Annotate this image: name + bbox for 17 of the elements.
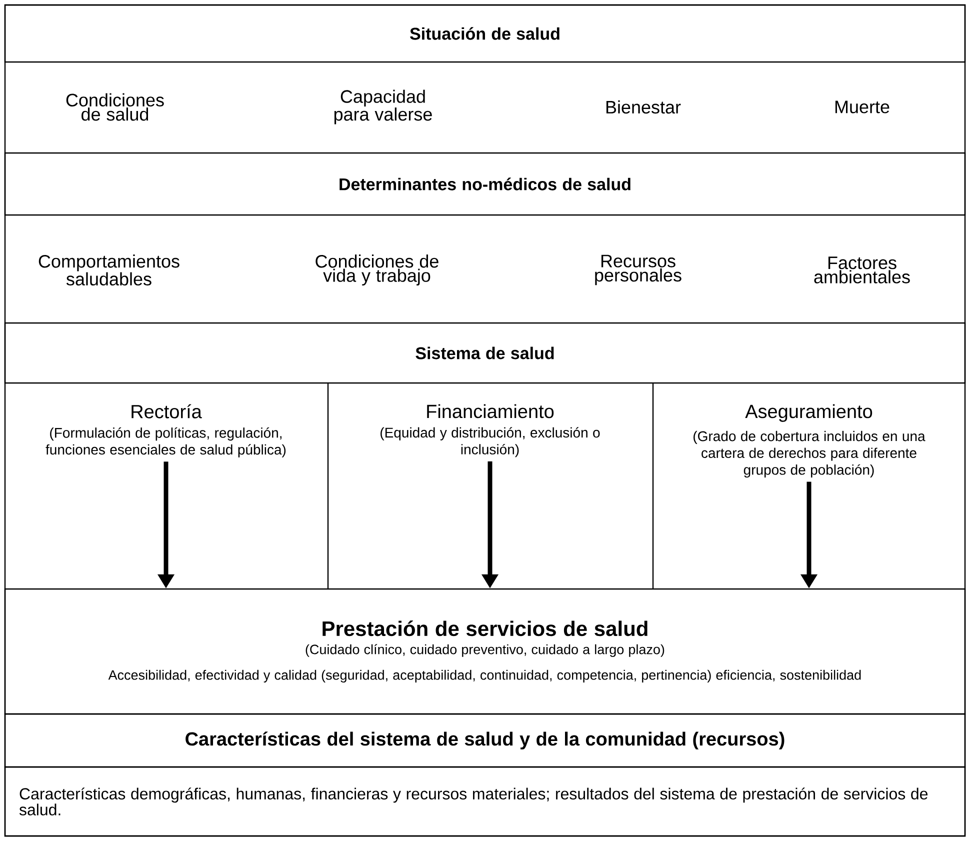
column-text: Aseguramiento (Grado de cobertura incluidos en una cartera de derechos para diferente grupos de población) [694,404,926,478]
item-label: Comportamientos saludables [38,254,180,286]
item-label: Factores ambientales [814,256,910,284]
item-label: Condiciones de salud [66,93,164,121]
item-label: Muerte [835,100,890,114]
item-label: Capacidad para valerse [334,90,432,124]
column-text: Financiamiento (Equidad y distribución, exclusión o inclusión) [380,404,600,458]
header-band: Sistema de salud [4,322,966,384]
header-band: Determinantes no-médicos de salud [4,152,966,216]
item-label: Bienestar [606,100,681,114]
item-label: Recursos personales [595,254,682,286]
service-band: Prestación de servicios de salud (Cuidado clínico, cuidado preventivo, cuidado a largo plazo) Accesibilidad, efectividad y calidad (seguridad, aceptabilidad, continuidad, competencia, pertinencia) eficiencia, sostenibilidad [4,588,966,715]
node-label: Características del sistema de salud y de la comunidad (recursos) [186,732,784,750]
column-text: Rectoría (Formulación de políticas, regulación, funciones esenciales de salud pública) [46,404,286,458]
description-box: Características demográficas, humanas, financieras y recursos materiales; resultados del sistema de prestación de servicios de salud. [4,766,966,837]
item-label: Condiciones de vida y trabajo [316,254,438,286]
header-band: Situación de salud [4,4,966,63]
